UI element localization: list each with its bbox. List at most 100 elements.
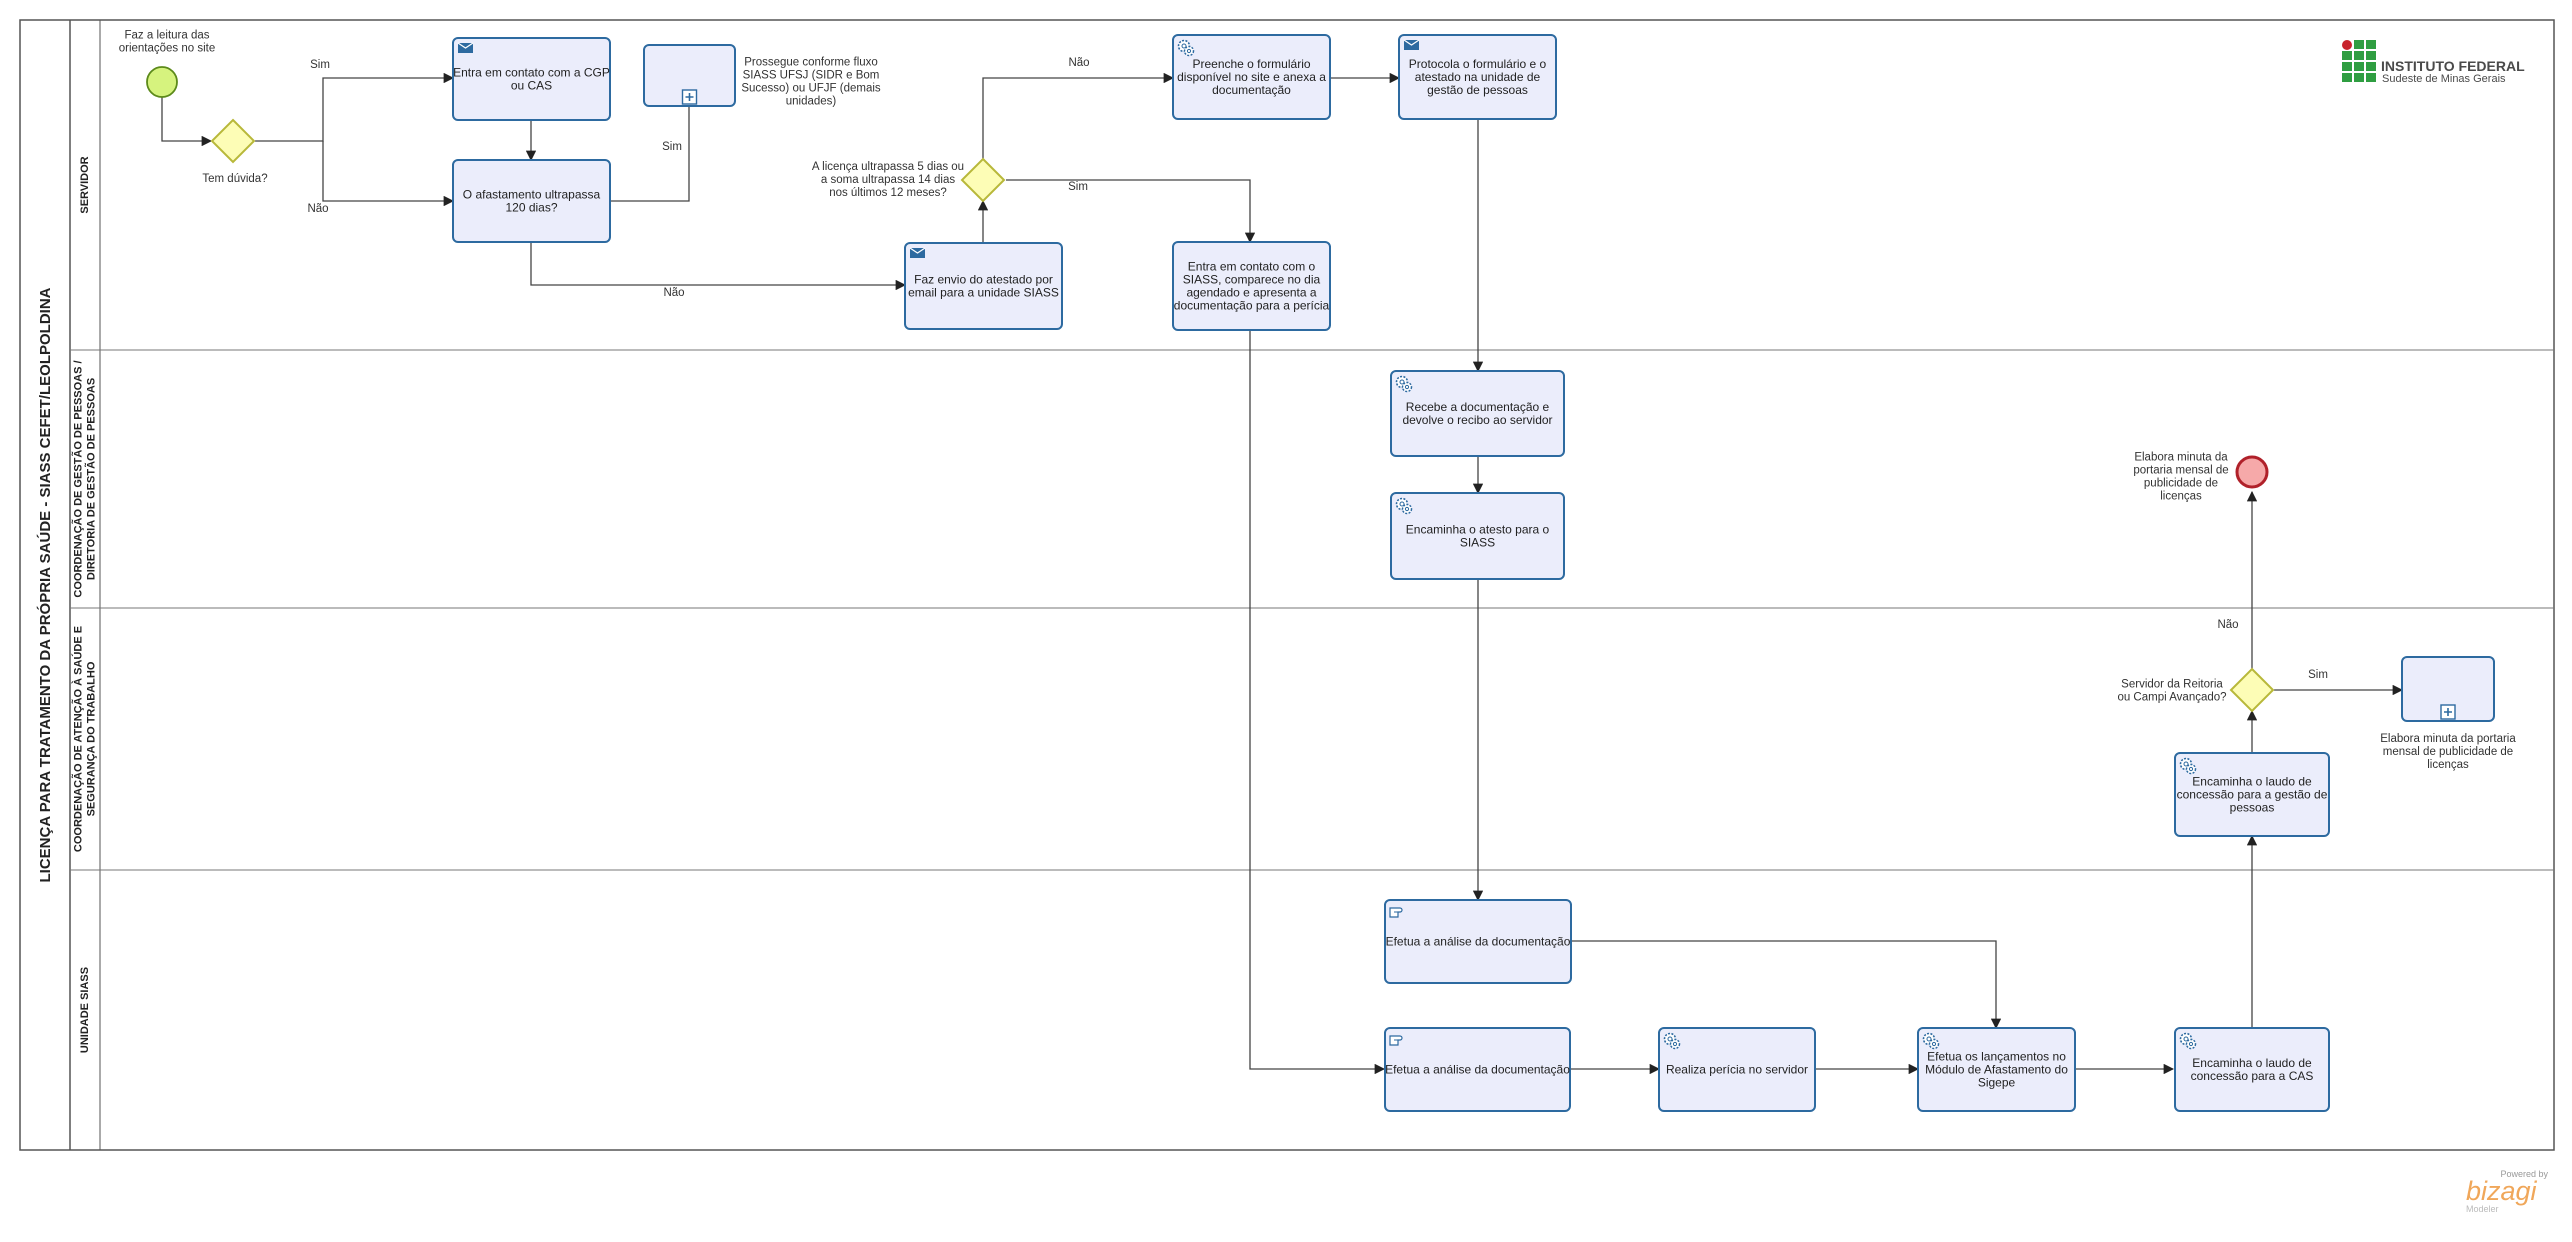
task-t-encam-text-line: SIASS: [1460, 536, 1495, 550]
task-t-anal2-text: Efetua a análise da documentação: [1385, 1063, 1570, 1077]
gears-icon: [2179, 1032, 2197, 1050]
lane-siass-label: UNIDADE SIASS: [79, 967, 91, 1053]
logo-line2: Sudeste de Minas Gerais: [2382, 73, 2506, 85]
task-t-email[interactable]: [904, 242, 1063, 330]
task-t-pericia-text: Realiza perícia no servidor: [1666, 1063, 1808, 1077]
logo-square: [2366, 62, 2376, 71]
logo-square: [2342, 62, 2352, 71]
gateway-g3-label-line: ou Campi Avançado?: [2117, 692, 2226, 704]
flow-label-nao4: Não: [2217, 619, 2238, 631]
task-t-form-text-line: documentação: [1212, 83, 1291, 97]
task-t-120[interactable]: [452, 159, 611, 243]
lane-cast-label: COORDENAÇÃO DE ATENÇÃO À SAÚDE E: [72, 626, 85, 852]
logo-square: [2342, 51, 2352, 60]
lane-cgp-label: COORDENAÇÃO DE GESTÃO DE PESSOAS /: [72, 360, 85, 597]
task-t-sigepe[interactable]: [1917, 1027, 2076, 1112]
annotation-sub1-line: unidades): [786, 96, 837, 108]
task-t-cgp[interactable]: [452, 37, 611, 121]
annotation-sub1-line: Sucesso) ou UFJF (demais: [741, 83, 881, 95]
logo-square: [2354, 51, 2364, 60]
flow-label-sim2: Sim: [662, 141, 682, 153]
gears-icon: [1395, 497, 1413, 515]
nodes: [146, 34, 2495, 1112]
lane-cgp-label: DIRETORIA DE GESTÃO DE PESSOAS: [85, 378, 98, 580]
annotation-sub2-line: Elabora minuta da portaria: [2380, 733, 2516, 745]
task-t-cgp-text-line: Entra em contato com a CGP: [453, 66, 610, 80]
gears-icon: [1663, 1032, 1681, 1050]
task-t-sub1[interactable]: [643, 44, 736, 107]
annotation-sub2-line: licenças: [2427, 759, 2469, 771]
watermark-brand: bizagi: [2466, 1176, 2538, 1206]
logo-line1: INSTITUTO FEDERAL: [2381, 58, 2525, 74]
task-t-laudo-cas-text-line: Encaminha o laudo de: [2192, 1056, 2312, 1070]
annotation-sub2-line: mensal de publicidade de: [2383, 746, 2513, 758]
flow-label-sim3: Sim: [1068, 181, 1088, 193]
gateway-g2[interactable]: [960, 157, 1006, 203]
task-t-120-text-line: 120 dias?: [505, 201, 557, 215]
lane-cast-label: SEGURANÇA DO TRABALHO: [86, 661, 98, 816]
flow-label-nao1: Não: [307, 203, 328, 215]
task-t-sigepe-text-line: Sigepe: [1978, 1076, 2016, 1090]
logo-square: [2366, 51, 2376, 60]
gears-icon: [2179, 757, 2197, 775]
gateway-g3[interactable]: [2229, 667, 2275, 713]
gateway-g2-label-line: nos últimos 12 meses?: [829, 187, 947, 199]
task-t-anal1[interactable]: [1384, 899, 1572, 984]
gears-icon: [1922, 1032, 1940, 1050]
task-t-laudo-cas-text-line: concessão para a CAS: [2191, 1069, 2314, 1083]
flow-label-sim1: Sim: [310, 59, 330, 71]
logo-square: [2354, 62, 2364, 71]
task-t-anal2[interactable]: [1384, 1027, 1571, 1112]
task-t-contato-text-line: SIASS, comparece no dia: [1183, 273, 1321, 287]
flow-label-nao3: Não: [1068, 57, 1089, 69]
task-t-laudo-gp[interactable]: [2174, 752, 2330, 837]
task-t-proto-text-line: atestado na unidade de: [1415, 70, 1541, 84]
end-event[interactable]: [2235, 455, 2269, 489]
start-event-label-line: Faz a leitura das: [124, 30, 209, 42]
gateway-g2-label-line: A licença ultrapassa 5 dias ou: [812, 161, 964, 173]
task-t-encam[interactable]: [1390, 492, 1565, 580]
task-t-sigepe-text-line: Efetua os lançamentos no: [1927, 1050, 2066, 1064]
flow-label-nao2: Não: [663, 287, 684, 299]
sequence-flows: [161, 72, 2404, 1075]
start-event-label-line: orientações no site: [119, 43, 216, 55]
task-t-pericia[interactable]: [1658, 1027, 1816, 1112]
task-t-contato[interactable]: [1172, 241, 1331, 331]
bizagi-watermark: Powered by bizagi Modeler: [2466, 1169, 2548, 1214]
gateway-g2-label: A licença ultrapassa 5 dias oua soma ult…: [812, 161, 964, 199]
task-t-recebe[interactable]: [1390, 370, 1565, 457]
hand-icon: [1389, 907, 1403, 918]
start-event[interactable]: [146, 66, 178, 98]
task-t-email-text-line: email para a unidade SIASS: [908, 286, 1059, 300]
institute-logo: INSTITUTO FEDERAL Sudeste de Minas Gerai…: [2342, 40, 2525, 85]
task-t-proto[interactable]: [1398, 34, 1557, 120]
end-event-label-line: publicidade de: [2144, 478, 2218, 490]
gateway-g1-label-line: Tem dúvida?: [202, 173, 267, 185]
task-t-sub2[interactable]: [2401, 656, 2495, 722]
end-event-label-line: Elabora minuta da: [2134, 452, 2228, 464]
task-t-form[interactable]: [1172, 34, 1331, 120]
task-t-anal1-text: Efetua a análise da documentação: [1386, 935, 1571, 949]
task-t-laudo-gp-text-line: pessoas: [2230, 801, 2275, 815]
logo-square: [2342, 73, 2352, 82]
task-t-recebe-text-line: Recebe a documentação e: [1406, 400, 1550, 414]
task-t-form-text-line: Preenche o formulário: [1192, 57, 1310, 71]
gears-icon: [1395, 375, 1413, 393]
gateway-g1-label: Tem dúvida?: [202, 173, 267, 185]
gateway-g1[interactable]: [210, 118, 256, 164]
logo-square: [2354, 40, 2364, 49]
task-t-form-text-line: disponível no site e anexa a: [1177, 70, 1326, 84]
task-t-laudo-cas[interactable]: [2174, 1027, 2330, 1112]
gateway-g3-label-line: Servidor da Reitoria: [2121, 679, 2223, 691]
